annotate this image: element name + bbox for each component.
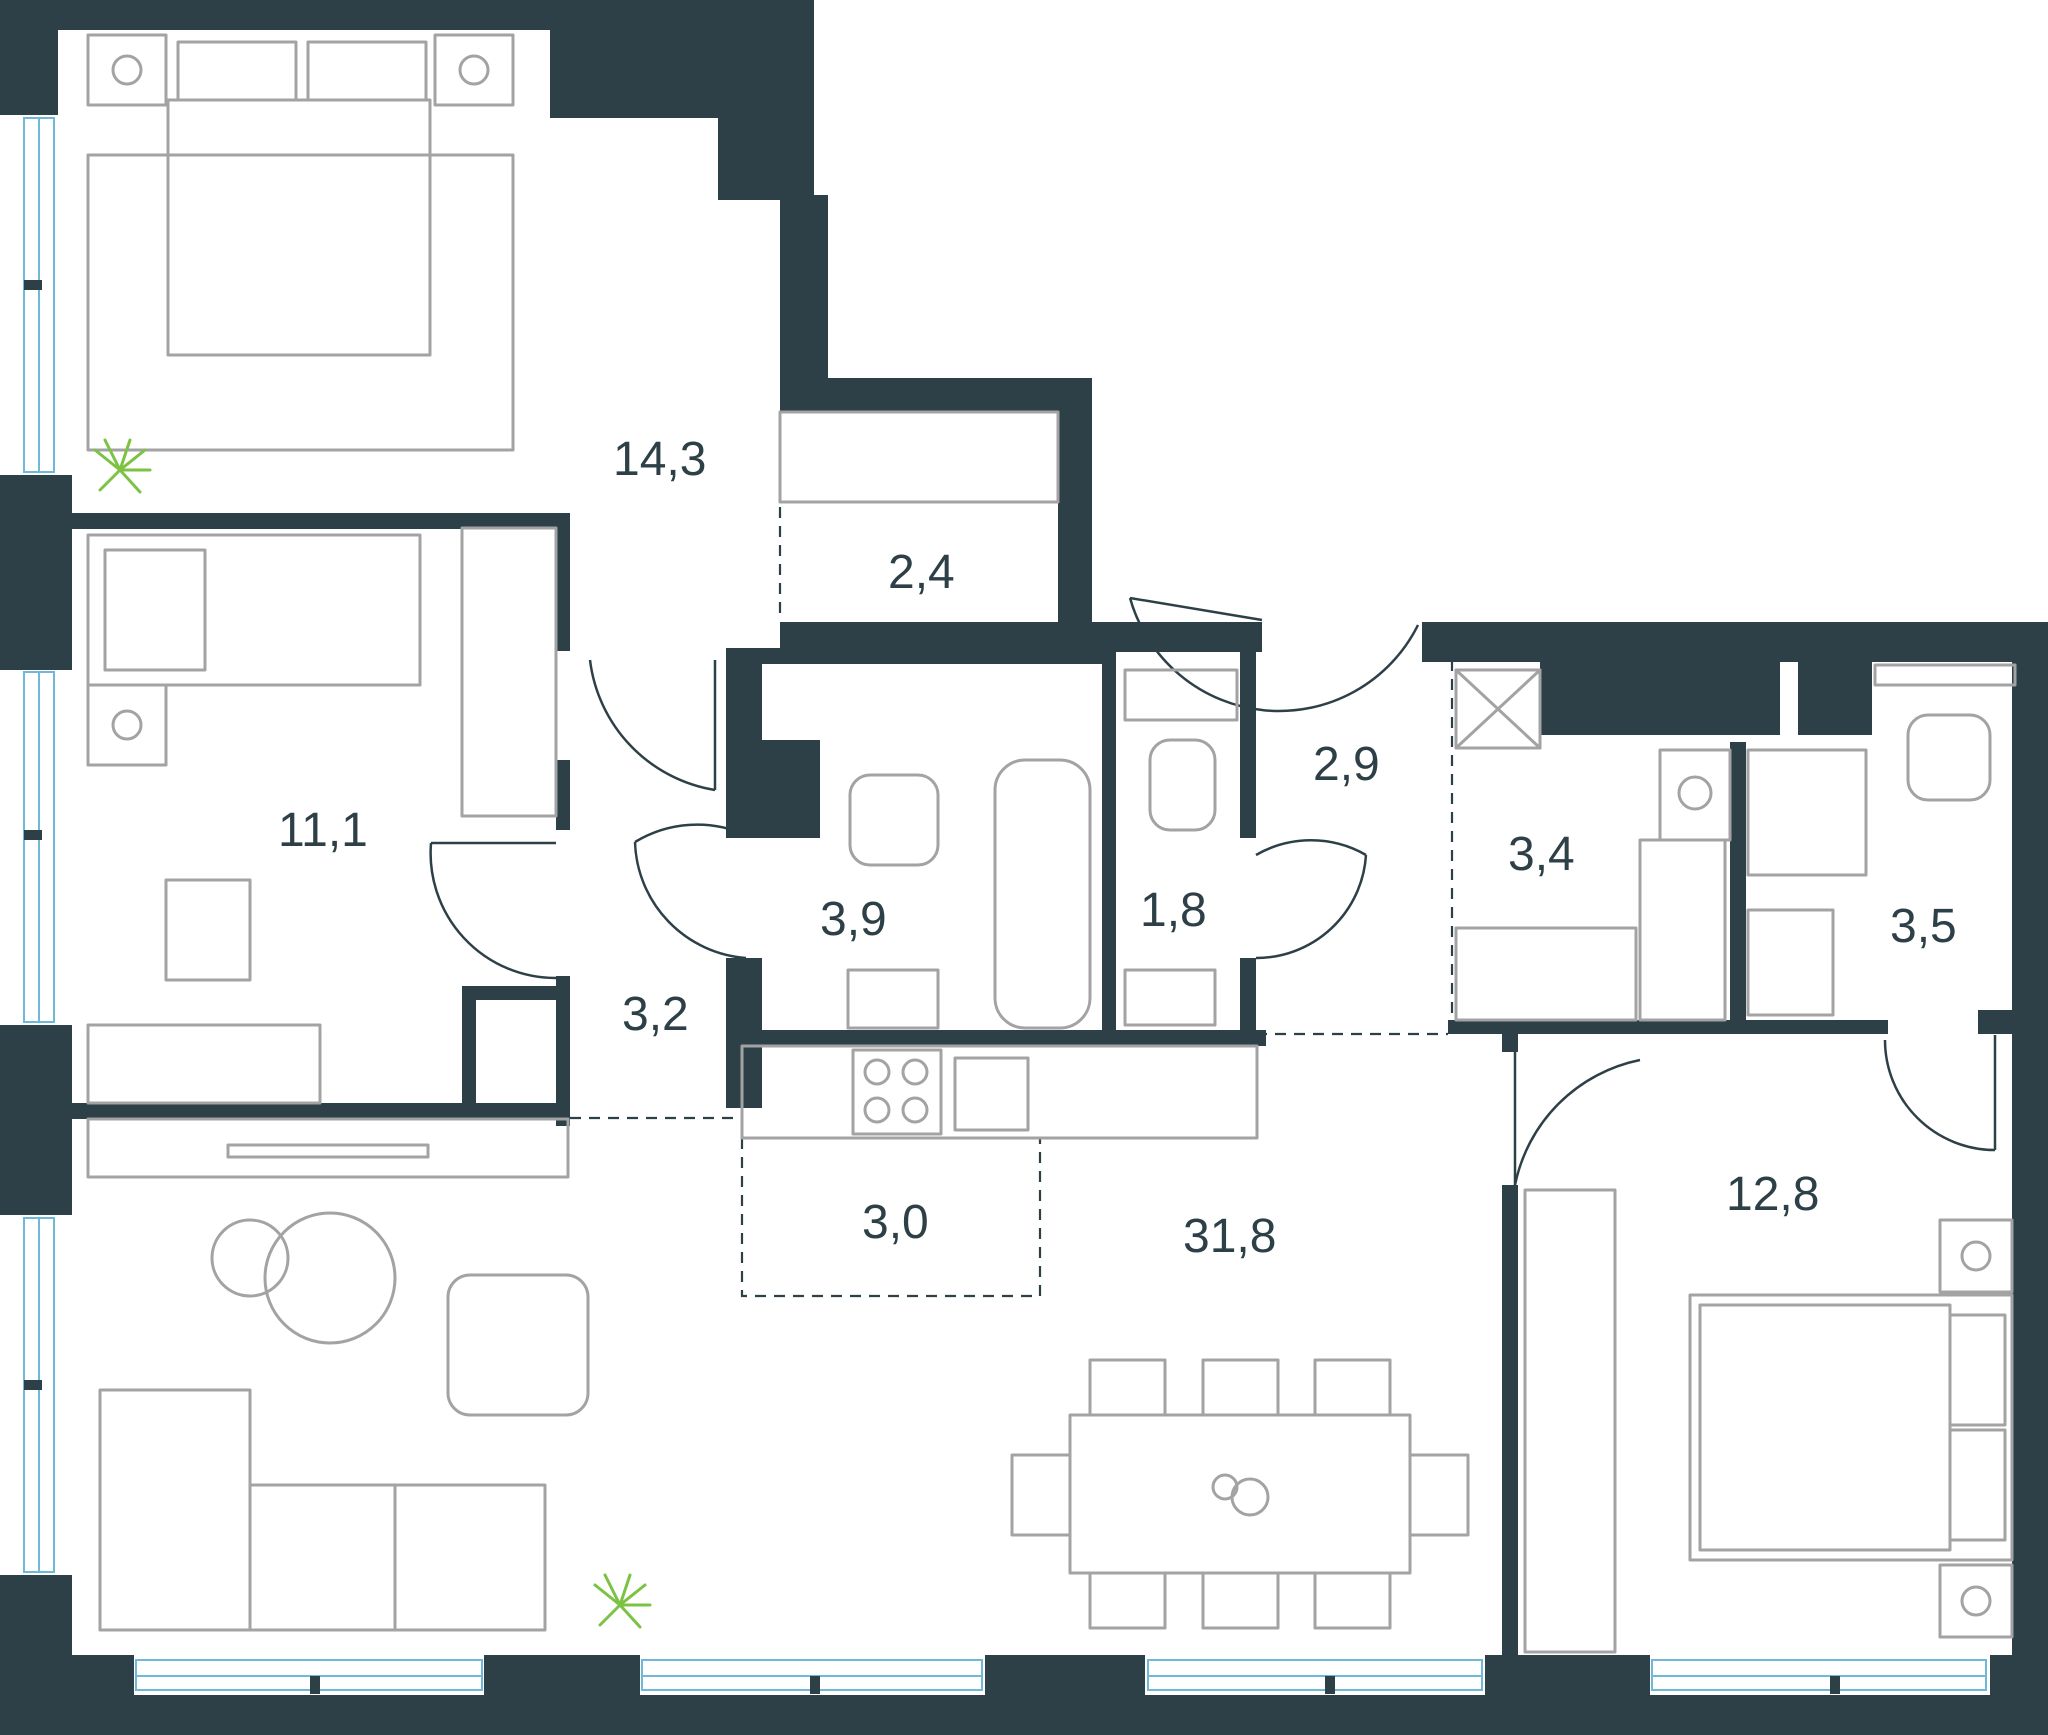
area-label-hall: 2,9 — [1313, 738, 1380, 791]
zone-boundaries — [570, 412, 1454, 1298]
area-label-bathroom-2: 3,5 — [1890, 900, 1957, 953]
area-label-kitchen: 3,0 — [862, 1196, 929, 1249]
plant-living — [593, 1573, 652, 1629]
area-label-wc: 1,8 — [1140, 884, 1207, 937]
area-label-bedroom-2: 11,1 — [278, 804, 368, 857]
area-label-storage: 2,4 — [888, 546, 955, 599]
windows — [22, 115, 1990, 1695]
plant-bedroom — [93, 438, 152, 494]
doors — [429, 596, 1997, 1186]
area-label-bedroom-1: 14,3 — [613, 433, 706, 486]
room-labels: 14,3 2,4 11,1 3,2 3,9 1,8 2,9 3,4 3,5 3,… — [278, 433, 1957, 1263]
furniture — [86, 33, 2017, 1654]
area-label-corridor: 3,2 — [622, 988, 689, 1041]
area-label-laundry: 3,4 — [1508, 828, 1575, 881]
area-label-living-room: 31,8 — [1183, 1210, 1276, 1263]
area-label-bedroom-3: 12,8 — [1726, 1168, 1819, 1221]
area-label-bathroom-1: 3,9 — [820, 893, 887, 946]
